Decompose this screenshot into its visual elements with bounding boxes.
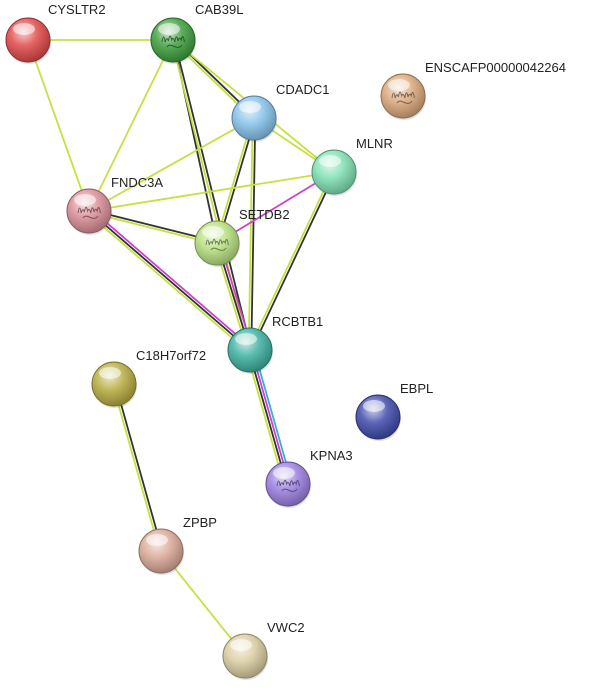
edge-line-textmining: [27, 39, 90, 212]
edge-mlnr-setdb2[interactable]: [216, 171, 335, 244]
edge-line-curated: [252, 348, 293, 484]
node-label: FNDC3A: [111, 175, 163, 190]
edge-cdadc1-fndc3a[interactable]: [88, 117, 255, 212]
edge-cab39l-fndc3a[interactable]: [88, 39, 174, 212]
node-cab39l[interactable]: CAB39L: [150, 2, 243, 64]
node-cysltr2[interactable]: CYSLTR2: [5, 2, 106, 64]
node-highlight: [230, 639, 252, 651]
node-highlight: [273, 467, 295, 479]
node-fndc3a[interactable]: FNDC3A: [66, 175, 163, 235]
node-highlight: [99, 367, 121, 379]
edge-line-coexpression: [173, 38, 253, 351]
edge-line-coexpression: [88, 210, 251, 351]
node-kpna3[interactable]: KPNA3: [265, 448, 353, 508]
edge-mlnr-fndc3a[interactable]: [88, 171, 335, 212]
node-label: CYSLTR2: [48, 2, 106, 17]
edge-fndc3a-rcbtb1[interactable]: [86, 208, 253, 353]
node-label: CAB39L: [195, 2, 243, 17]
edge-rcbtb1-kpna3[interactable]: [245, 348, 293, 486]
node-highlight: [363, 400, 385, 412]
edge-line-textmining: [170, 39, 250, 352]
node-label: EBPL: [400, 381, 433, 396]
edge-cab39l-rcbtb1[interactable]: [170, 38, 253, 352]
edge-line-experiments: [89, 208, 253, 349]
protein-structure-icon: [161, 35, 185, 48]
node-zpbp[interactable]: ZPBP: [138, 515, 217, 575]
edge-line-coexpression: [247, 349, 288, 486]
node-enscafp00000042264[interactable]: ENSCAFP00000042264: [380, 60, 566, 120]
edge-line-textmining: [86, 212, 250, 353]
node-vwc2[interactable]: VWC2: [222, 620, 305, 680]
node-setdb2[interactable]: SETDB2: [194, 207, 290, 267]
node-highlight: [319, 155, 341, 167]
edge-line-textmining: [88, 171, 335, 212]
node-label: CDADC1: [276, 82, 329, 97]
node-highlight: [239, 101, 261, 113]
edge-line-textmining: [88, 117, 255, 212]
node-label: ZPBP: [183, 515, 217, 530]
node-label: RCBTB1: [272, 314, 323, 329]
node-label: ENSCAFP00000042264: [425, 60, 566, 75]
edge-line-textmining: [247, 170, 334, 351]
node-highlight: [235, 333, 257, 345]
node-highlight: [74, 194, 96, 206]
node-highlight: [158, 23, 180, 35]
node-highlight: [202, 226, 224, 238]
edge-cdadc1-rcbtb1[interactable]: [247, 117, 257, 351]
node-cdadc1[interactable]: CDADC1: [231, 82, 329, 142]
node-highlight: [13, 23, 35, 35]
node-label: KPNA3: [310, 448, 353, 463]
edge-line-experiments: [216, 171, 335, 244]
edge-mlnr-rcbtb1[interactable]: [247, 170, 337, 352]
nodes-layer: CYSLTR2 CAB39L CDADC1 ENSCAFP00000042264MLN…: [5, 2, 566, 680]
edge-line-coexpression: [250, 171, 337, 352]
protein-structure-icon: [77, 206, 101, 219]
edge-line-coexpression: [114, 382, 164, 552]
protein-structure-icon: [205, 238, 229, 251]
node-label: SETDB2: [239, 207, 290, 222]
node-label: VWC2: [267, 620, 305, 635]
node-ebpl[interactable]: EBPL: [355, 381, 433, 441]
edge-c18h7orf72-zpbp[interactable]: [111, 382, 164, 553]
node-label: MLNR: [356, 136, 393, 151]
node-highlight: [388, 79, 410, 91]
node-highlight: [146, 534, 168, 546]
node-rcbtb1[interactable]: RCBTB1: [227, 314, 323, 374]
protein-structure-icon: [391, 91, 415, 104]
edge-line-textmining: [111, 383, 161, 553]
node-label: C18H7orf72: [136, 348, 206, 363]
edge-line-textmining: [245, 350, 286, 486]
edge-line-coexpression: [250, 117, 257, 351]
edge-line-textmining: [88, 39, 174, 212]
edge-line-textmining: [247, 117, 254, 351]
protein-structure-icon: [276, 479, 300, 492]
edge-cysltr2-fndc3a[interactable]: [27, 39, 90, 212]
node-mlnr[interactable]: MLNR: [311, 136, 393, 196]
edge-line-experiments: [250, 348, 291, 485]
node-c18h7orf72[interactable]: C18H7orf72: [91, 348, 206, 408]
